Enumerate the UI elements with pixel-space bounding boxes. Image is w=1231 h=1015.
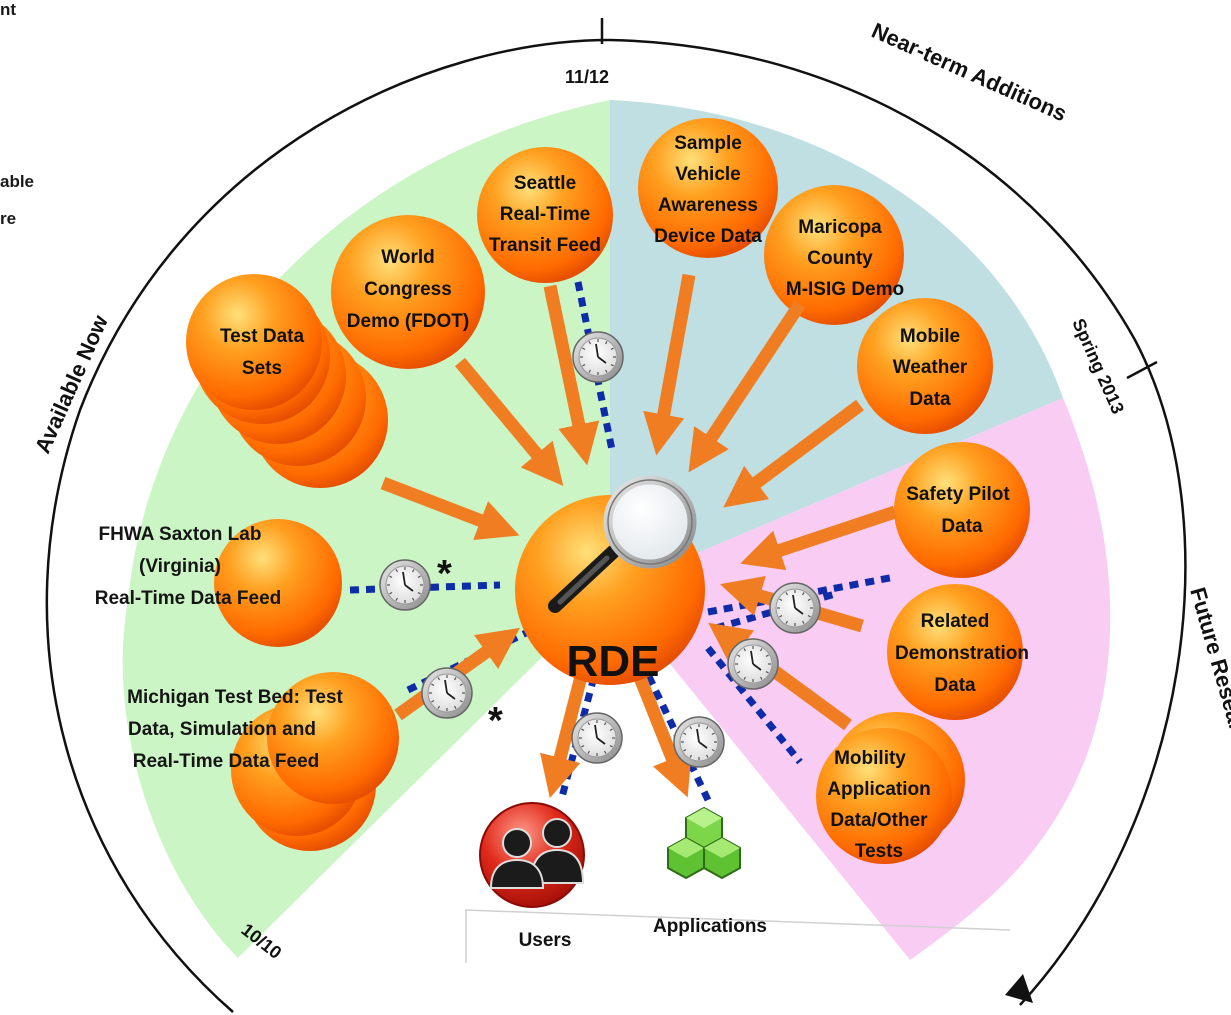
- applications-icon: [667, 806, 741, 880]
- michigan-label-line-2: Data, Simulation and: [128, 719, 316, 740]
- bubble-fhwa: [214, 519, 342, 647]
- bubble-seattle-line-2: Real-Time: [500, 204, 590, 225]
- users-label: Users: [519, 930, 572, 951]
- bubble-seattle-line-3: Transit Feed: [489, 235, 601, 256]
- asterisk-fhwa: *: [437, 553, 452, 595]
- arrow-to-users: [540, 663, 591, 799]
- label-near-term: Near-term Additions: [868, 18, 1071, 127]
- bubble-world-congress-line-2: Congress: [364, 279, 452, 300]
- feed-line-mobility: [705, 645, 803, 765]
- bubble-test-data-line-2: Sets: [242, 358, 282, 379]
- asterisk-michigan: *: [488, 700, 503, 742]
- sector-gap-edge: [465, 909, 1011, 963]
- corner-text-2: able: [0, 172, 35, 191]
- clock-icon-michigan: [421, 667, 473, 719]
- clock-icon-applications: [673, 716, 725, 768]
- clock-icon-users: [571, 712, 623, 764]
- side-labels: FHWA Saxton Lab (Virginia) Real-Time Dat…: [95, 524, 344, 772]
- corner-text-1: nt: [0, 0, 17, 19]
- bubble-seattle: Seattle Real-Time Transit Feed: [477, 147, 613, 283]
- bubble-world-congress-line-3: Demo (FDOT): [347, 311, 469, 332]
- bubble-mobile-weather-line-1: Mobile: [900, 326, 960, 347]
- timeline-arc: [45, 18, 1187, 1013]
- fhwa-label-line-1: FHWA Saxton Lab: [99, 524, 262, 545]
- magnifier-icon: [548, 475, 697, 613]
- bubble-sample-vehicle-line-1: Sample: [674, 133, 742, 154]
- bubble-related-demo: Related Demonstration Data: [887, 584, 1029, 720]
- bubble-maricopa: Maricopa County M-ISIG Demo: [764, 185, 904, 325]
- arrow-test-data: [380, 476, 520, 540]
- rde-label: RDE: [567, 637, 660, 686]
- arrow-safety-pilot: [740, 505, 898, 571]
- bubble-mobility-app-line-1: Mobility: [834, 748, 906, 769]
- tick-label-mid: 11/12: [565, 67, 609, 87]
- bubble-mobility-app: Mobility Application Data/Other Tests: [816, 712, 965, 864]
- bubble-mobile-weather: Mobile Weather Data: [857, 298, 993, 434]
- michigan-label-line-1: Michigan Test Bed: Test: [127, 687, 343, 708]
- bubble-safety-pilot-line-2: Data: [941, 516, 983, 537]
- clocks: [379, 331, 821, 768]
- clock-icon-related: [769, 582, 821, 634]
- bubble-safety-pilot-line-1: Safety Pilot: [906, 484, 1010, 505]
- rde-hub: RDE: [515, 475, 705, 686]
- arrow-to-applications: [628, 662, 692, 798]
- michigan-label-line-3: Real-Time Data Feed: [133, 751, 320, 772]
- bubble-safety-pilot: Safety Pilot Data: [894, 442, 1030, 578]
- tick-label-spring: Spring 2013: [1068, 315, 1128, 416]
- outer-arc: [45, 38, 1187, 1013]
- bubble-test-data: Test Data Sets: [186, 274, 388, 488]
- bubble-sample-vehicle: Sample Vehicle Awareness Device Data: [638, 118, 778, 258]
- arrow-mobile-weather: [723, 399, 864, 508]
- users-icon: [479, 802, 585, 908]
- arrow-sample-vehicle: [643, 273, 696, 456]
- bubble-maricopa-line-2: County: [807, 248, 873, 269]
- clock-icon-fhwa: [379, 559, 431, 611]
- bubbles: Test Data Sets World Congress Demo (FDOT…: [186, 118, 1030, 864]
- bubble-maricopa-line-3: M-ISIG Demo: [786, 279, 904, 300]
- bubble-mobile-weather-line-2: Weather: [893, 357, 968, 378]
- arrows: [380, 273, 898, 799]
- label-future: Future Research Data: [1185, 584, 1231, 810]
- arrow-seattle: [543, 284, 600, 466]
- bubble-related-demo-line-3: Data: [934, 675, 976, 696]
- arc-arrowhead: [1005, 974, 1033, 1003]
- bubble-world-congress-line-1: World: [381, 247, 434, 268]
- bubble-mobility-app-line-4: Tests: [855, 841, 903, 862]
- bubble-mobile-weather-line-3: Data: [909, 389, 951, 410]
- arrow-maricopa: [688, 300, 806, 473]
- applications-label: Applications: [653, 916, 767, 937]
- tick-spring: [1126, 360, 1158, 380]
- bubble-related-demo-line-2: Demonstration: [895, 643, 1029, 664]
- bubble-mobility-app-line-3: Data/Other: [830, 810, 928, 831]
- corner-text-3: re: [0, 209, 17, 228]
- bubble-test-data-line-1: Test Data: [220, 326, 305, 347]
- bubble-sample-vehicle-line-4: Device Data: [654, 226, 762, 247]
- bubble-maricopa-line-1: Maricopa: [798, 217, 882, 238]
- clock-icon-mobility: [727, 638, 779, 690]
- bubble-sample-vehicle-line-3: Awareness: [658, 195, 758, 216]
- arrow-world-congress: [455, 357, 564, 486]
- bubble-seattle-line-1: Seattle: [514, 173, 576, 194]
- fhwa-label-line-2: (Virginia): [139, 556, 221, 577]
- bubble-mobility-app-line-2: Application: [827, 779, 930, 800]
- bubble-michigan: [231, 672, 399, 851]
- bubble-sample-vehicle-line-2: Vehicle: [675, 164, 741, 185]
- clock-icon-seattle: [572, 331, 624, 383]
- bubble-world-congress: World Congress Demo (FDOT): [331, 215, 485, 369]
- fhwa-label-line-3: Real-Time Data Feed: [95, 588, 282, 609]
- bubble-related-demo-line-1: Related: [921, 611, 990, 632]
